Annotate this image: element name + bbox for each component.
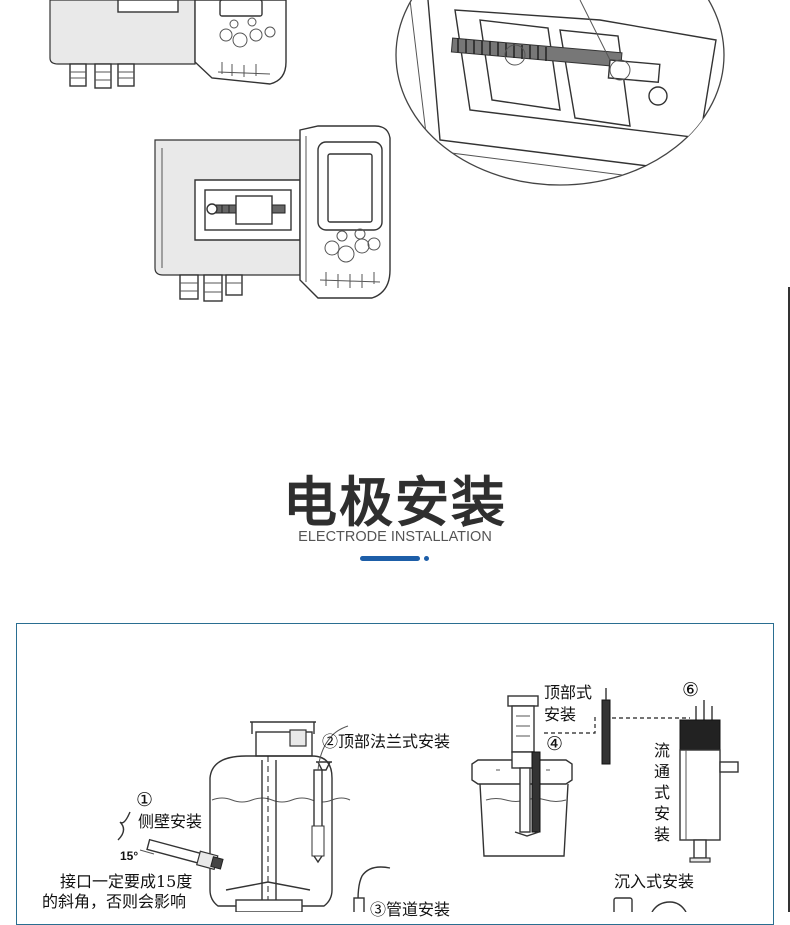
flow-cell — [679, 700, 739, 863]
tank-illustration — [209, 721, 351, 912]
immersion-probe — [613, 897, 687, 912]
section-title: 电极安装 — [283, 471, 507, 534]
side-wall-probe — [117, 811, 224, 871]
pipe-label: ③管道安装 — [370, 900, 451, 919]
title-underline-bar — [360, 556, 420, 561]
bracket-detail-zoom — [395, 0, 725, 186]
flow-cell-number: ⑥ — [682, 679, 700, 701]
side-wall-label: 侧壁安装 — [138, 812, 203, 831]
transmitter-mounting-illustration — [49, 0, 725, 302]
title-underline-dot — [424, 556, 429, 561]
page-edge-line — [788, 287, 790, 912]
pipe-probe — [353, 866, 391, 912]
angle-note-line2: 的斜角，否则会影响 — [42, 892, 187, 911]
immersion-label: 沉入式安装 — [614, 872, 695, 891]
top-flange-label: ②顶部法兰式安装 — [322, 732, 451, 751]
transmitter-unit-top — [49, 0, 287, 89]
side-wall-number: ① — [136, 789, 154, 811]
top-mount-vessel — [471, 695, 690, 857]
top-install-line1: 顶部式 — [544, 683, 593, 702]
transmitter-unit-middle — [154, 125, 391, 302]
top-install-number: ④ — [546, 733, 564, 755]
top-mount-probe — [601, 688, 611, 765]
angle-label: 15° — [120, 849, 139, 863]
flow-cell-label: 流通式安装 — [653, 741, 670, 844]
top-flange-probe — [311, 725, 349, 864]
angle-note-line1: 接口一定要成15度 — [60, 872, 193, 891]
top-install-line2: 安装 — [544, 705, 577, 724]
section-subtitle: ELECTRODE INSTALLATION — [298, 529, 492, 545]
